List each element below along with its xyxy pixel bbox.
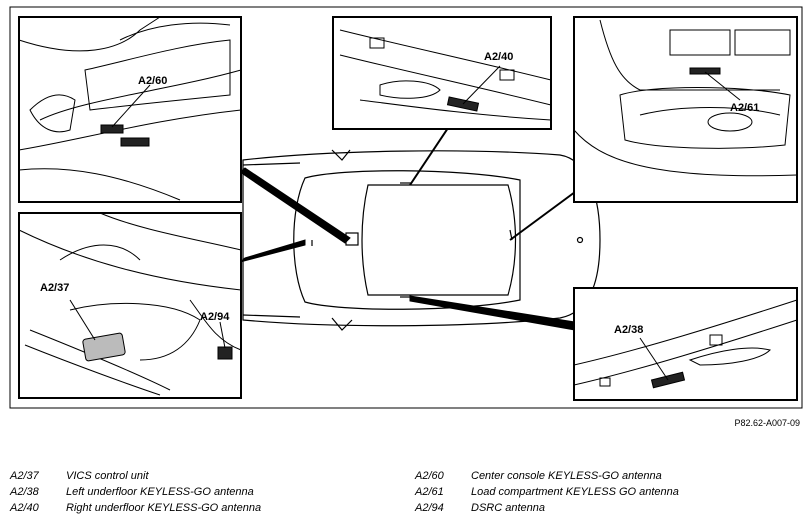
legend-desc: Load compartment KEYLESS GO antenna bbox=[471, 486, 679, 498]
inset-left-underfloor bbox=[573, 287, 798, 401]
legend-desc: Left underfloor KEYLESS-GO antenna bbox=[66, 486, 254, 498]
legend-row: A2/60 Center console KEYLESS-GO antenna bbox=[415, 468, 679, 484]
antenna-location-diagram: A2/60 A2/40 A2/61 A2/37 A2/94 A2/38 bbox=[9, 6, 803, 409]
inset-right-underfloor bbox=[332, 16, 552, 130]
legend-row: A2/61 Load compartment KEYLESS GO antenn… bbox=[415, 484, 679, 500]
legend-code: A2/60 bbox=[415, 470, 444, 482]
callout-a2-60: A2/60 bbox=[138, 75, 167, 87]
callout-a2-37: A2/37 bbox=[40, 282, 69, 294]
car-top-view bbox=[242, 149, 601, 331]
callout-a2-40: A2/40 bbox=[484, 51, 513, 63]
inset-load-compartment bbox=[573, 16, 798, 203]
legend-row: A2/37 VICS control unit bbox=[10, 468, 261, 484]
callout-a2-94: A2/94 bbox=[200, 311, 230, 323]
inset-instrument-panel bbox=[18, 212, 242, 399]
legend-desc: Right underfloor KEYLESS-GO antenna bbox=[66, 502, 262, 514]
legend-row: A2/38 Left underfloor KEYLESS-GO antenna bbox=[10, 484, 261, 500]
legend-desc: VICS control unit bbox=[66, 470, 149, 482]
inset-center-console bbox=[18, 16, 242, 203]
legend-code: A2/61 bbox=[415, 486, 444, 498]
legend-code: A2/37 bbox=[10, 470, 39, 482]
callout-a2-38: A2/38 bbox=[614, 324, 643, 336]
legend-row: A2/40 Right underfloor KEYLESS-GO antenn… bbox=[10, 500, 261, 516]
legend-code: A2/94 bbox=[415, 502, 444, 514]
legend-desc: Center console KEYLESS-GO antenna bbox=[471, 470, 662, 482]
callout-a2-61: A2/61 bbox=[730, 102, 759, 114]
legend-desc: DSRC antenna bbox=[471, 502, 545, 514]
legend-code: A2/40 bbox=[10, 502, 39, 514]
legend-right: A2/60 Center console KEYLESS-GO antenna … bbox=[415, 468, 679, 516]
leader-bands bbox=[239, 124, 576, 331]
legend-row: A2/94 DSRC antenna bbox=[415, 500, 679, 516]
figure-reference: P82.62-A007-09 bbox=[734, 418, 800, 428]
legend-code: A2/38 bbox=[10, 486, 39, 498]
legend-left: A2/37 VICS control unit A2/38 Left under… bbox=[10, 468, 261, 516]
